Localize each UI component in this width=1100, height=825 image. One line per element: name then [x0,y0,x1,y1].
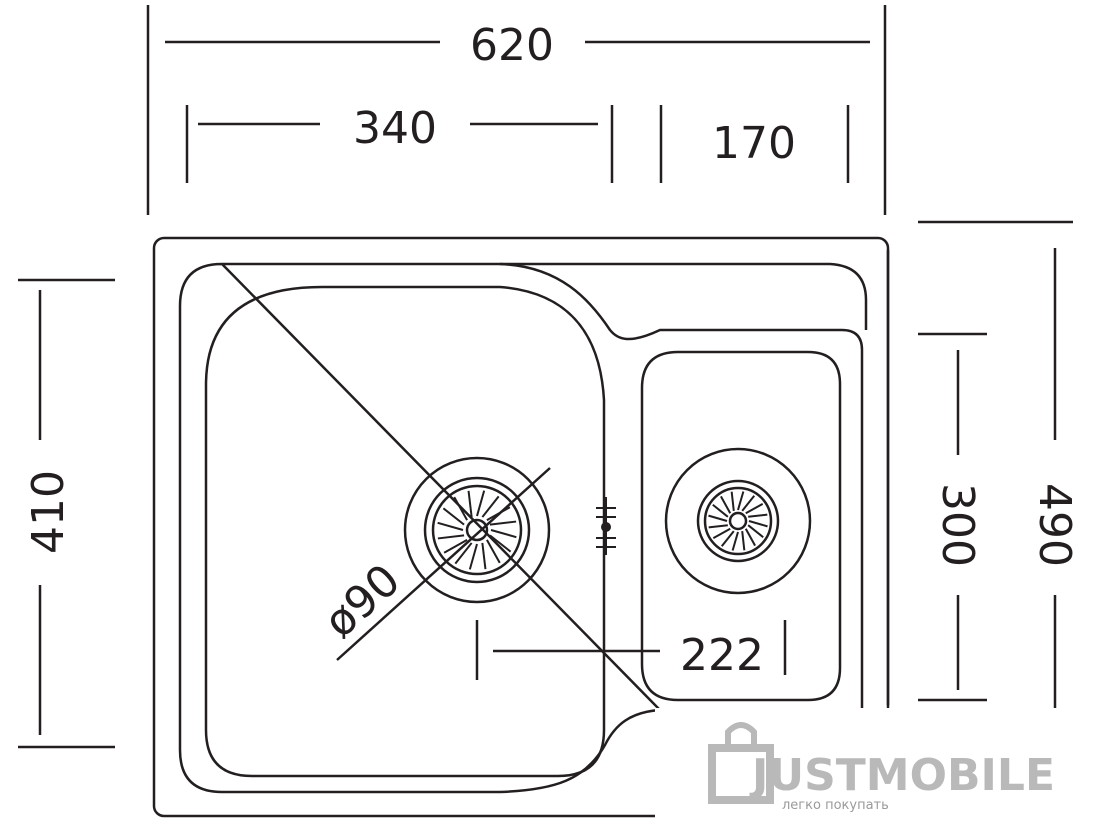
drain-spoke [745,503,764,515]
right-bowl [640,350,842,702]
label-right-total-height: 490 [1029,483,1080,567]
drain-spoke [481,495,500,518]
drain-spoke [442,507,465,526]
dimension-right-total-height: 490 [918,220,1080,800]
sink-deck-corner [500,262,868,330]
drain-spoke [748,520,768,528]
drain-spoke [737,491,745,511]
drain-spoke [712,527,731,539]
drain-spoke [731,531,739,551]
drain-spoke [467,490,473,518]
drain-spoke [490,529,517,539]
drain-spoke [744,528,756,547]
drain-spoke [720,530,735,547]
drain-spoke [712,503,729,518]
dimension-right-bowl-width: 170 [659,105,850,183]
label-drain-spacing: 222 [680,630,764,681]
drain-spoke [730,491,735,511]
drain-spoke [486,539,501,564]
drain-spoke [708,524,728,529]
drain-spoke [437,534,465,540]
drain-spoke [741,495,756,512]
dimension-total-width: 620 [146,5,887,215]
label-right-bowl-width: 170 [712,118,796,169]
dimension-left-height: 410 [18,278,115,749]
drain-spoke [437,521,464,531]
dimension-right-small-height: 300 [918,332,987,702]
drain-spoke [481,542,487,570]
drain-spoke [748,513,768,518]
label-total-width: 620 [470,20,554,71]
sink-inner-deck [178,262,864,816]
shopping-bag-icon [708,722,774,804]
left-bowl [204,285,606,778]
drain-spoke [489,534,512,553]
drain-spoke [489,520,517,526]
label-left-bowl-width: 340 [353,103,437,154]
drain-spoke [443,539,468,554]
watermark-logo: JUSTMOBILE легко покупать [655,708,1100,825]
right-drain [664,447,812,595]
drain-spoke [720,495,732,514]
drain-spoke [453,496,468,521]
dimension-drain-spacing: 222 [475,620,787,681]
left-drain [403,456,551,604]
watermark-text: JUSTMOBILE [749,750,1055,801]
drain-spoke [747,524,764,539]
drain-spoke [708,514,728,522]
drain-spoke [741,531,746,551]
watermark-tagline: легко покупать [782,798,889,813]
dimension-left-bowl-width: 340 [185,103,614,183]
label-right-small-height: 300 [932,483,983,567]
overflow-marker [596,497,616,555]
drain-spoke [468,543,478,570]
drain-spoke [476,490,486,517]
drain-spoke [454,542,473,565]
label-left-height: 410 [23,470,74,554]
